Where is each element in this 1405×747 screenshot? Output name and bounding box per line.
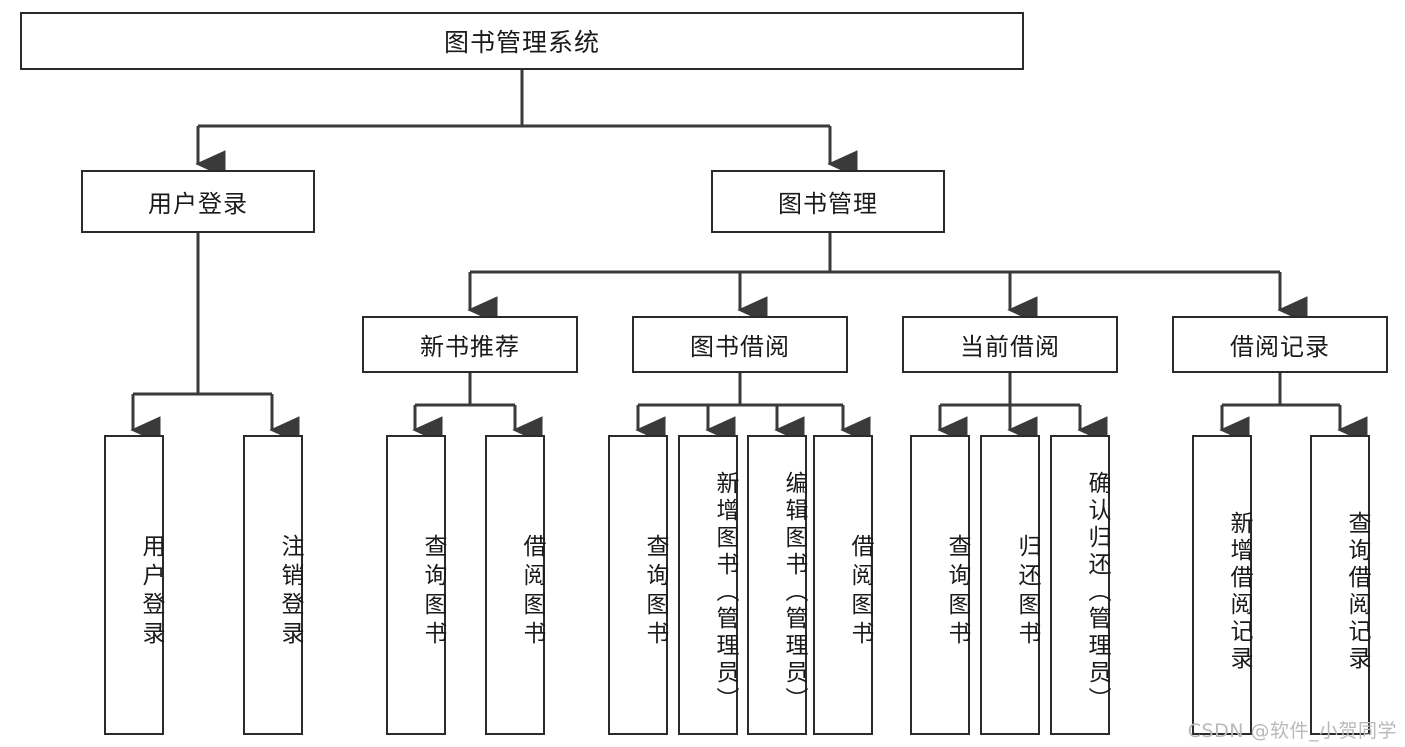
node-new-book-recommend[interactable]: 新书推荐 bbox=[362, 316, 578, 373]
leaf-new-book-query[interactable]: 查询图书 bbox=[386, 435, 446, 735]
node-borrow-record[interactable]: 借阅记录 bbox=[1172, 316, 1388, 373]
node-book-borrow[interactable]: 图书借阅 bbox=[632, 316, 848, 373]
node-label: 新增借阅记录 bbox=[1226, 511, 1252, 673]
leaf-current-borrow-return[interactable]: 归还图书 bbox=[980, 435, 1040, 735]
leaf-new-book-borrow[interactable]: 借阅图书 bbox=[485, 435, 545, 735]
node-label: 用户登录 bbox=[148, 190, 248, 218]
node-label: 借阅图书 bbox=[519, 534, 545, 650]
node-label: 借阅图书 bbox=[847, 534, 873, 650]
node-user-login[interactable]: 用户登录 bbox=[81, 170, 315, 233]
leaf-book-borrow-query[interactable]: 查询图书 bbox=[608, 435, 668, 735]
node-label: 新书推荐 bbox=[420, 333, 520, 361]
leaf-book-borrow-borrow[interactable]: 借阅图书 bbox=[813, 435, 873, 735]
node-current-borrow[interactable]: 当前借阅 bbox=[902, 316, 1118, 373]
node-label: 编辑图书（管理员） bbox=[781, 470, 807, 714]
node-label: 用户登录 bbox=[138, 534, 164, 650]
node-label: 新增图书（管理员） bbox=[712, 470, 738, 714]
leaf-current-borrow-confirm-return[interactable]: 确认归还（管理员） bbox=[1050, 435, 1110, 735]
node-label: 归还图书 bbox=[1014, 534, 1040, 650]
leaf-user-login-login[interactable]: 用户登录 bbox=[104, 435, 164, 735]
node-label: 图书管理 bbox=[778, 190, 878, 218]
node-label: 查询图书 bbox=[420, 534, 446, 650]
node-label: 借阅记录 bbox=[1230, 333, 1330, 361]
leaf-user-login-logout[interactable]: 注销登录 bbox=[243, 435, 303, 735]
node-root-system[interactable]: 图书管理系统 bbox=[20, 12, 1024, 70]
node-book-management[interactable]: 图书管理 bbox=[711, 170, 945, 233]
node-label: 确认归还（管理员） bbox=[1084, 470, 1110, 714]
leaf-borrow-record-query[interactable]: 查询借阅记录 bbox=[1310, 435, 1370, 735]
node-label: 图书借阅 bbox=[690, 333, 790, 361]
node-label: 查询图书 bbox=[642, 534, 668, 650]
leaf-book-borrow-add[interactable]: 新增图书（管理员） bbox=[678, 435, 738, 735]
node-label: 当前借阅 bbox=[960, 333, 1060, 361]
node-label: 注销登录 bbox=[277, 534, 303, 650]
leaf-current-borrow-query[interactable]: 查询图书 bbox=[910, 435, 970, 735]
node-label: 图书管理系统 bbox=[443, 28, 600, 57]
leaf-borrow-record-add[interactable]: 新增借阅记录 bbox=[1192, 435, 1252, 735]
node-label: 查询图书 bbox=[944, 534, 970, 650]
leaf-book-borrow-edit[interactable]: 编辑图书（管理员） bbox=[747, 435, 807, 735]
node-label: 查询借阅记录 bbox=[1344, 511, 1370, 673]
